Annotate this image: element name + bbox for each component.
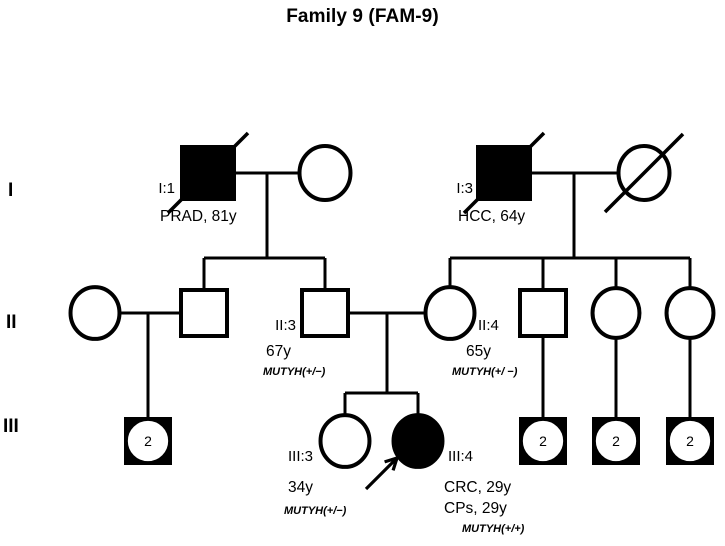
individual-II2[interactable] bbox=[179, 288, 229, 338]
clinical-info-label: PRAD, 81y bbox=[160, 208, 237, 225]
individual-II7[interactable] bbox=[664, 286, 716, 340]
sibling-count-label: 2 bbox=[686, 433, 694, 449]
generation-label-I: I bbox=[8, 180, 13, 201]
individual-id-label: II:3 bbox=[275, 317, 296, 334]
connector-lines-group bbox=[119, 171, 692, 418]
male-symbol[interactable] bbox=[179, 288, 229, 338]
individual-id-label: III:3 bbox=[288, 448, 313, 465]
individual-id-label: II:4 bbox=[478, 317, 499, 334]
sibling-group-circle[interactable] bbox=[520, 418, 566, 464]
sibling-count-label: 2 bbox=[612, 433, 620, 449]
male-symbol[interactable] bbox=[518, 288, 568, 338]
sibling-count-SG2[interactable]: 2 bbox=[519, 417, 567, 465]
individual-III3[interactable] bbox=[318, 413, 372, 469]
female-symbol[interactable] bbox=[68, 285, 122, 341]
proband-arrow-III4 bbox=[364, 456, 399, 491]
sibling-group-circle[interactable] bbox=[125, 418, 171, 464]
individual-I2[interactable] bbox=[297, 144, 353, 202]
sibling-count-symbols-group: 2 2 2 2 bbox=[124, 417, 714, 465]
individual-I4[interactable] bbox=[603, 132, 685, 214]
generation-label-III: III bbox=[3, 416, 19, 437]
deceased-slash bbox=[603, 132, 685, 214]
genotype-label: MUTYH(+/−) bbox=[263, 366, 326, 378]
generation-label-II: II bbox=[6, 312, 17, 333]
proband-arrow-head-a bbox=[391, 457, 399, 471]
individual-II3[interactable] bbox=[300, 288, 350, 338]
clinical-info-label: 67y bbox=[266, 343, 291, 360]
deceased-slash bbox=[462, 131, 546, 215]
female-symbol[interactable] bbox=[590, 286, 642, 340]
female-symbol[interactable] bbox=[297, 144, 353, 202]
sibling-count-SG1[interactable]: 2 bbox=[124, 417, 172, 465]
proband-arrow-head-b bbox=[384, 456, 398, 464]
page-title: Family 9 (FAM-9) bbox=[286, 6, 439, 27]
individual-II5[interactable] bbox=[518, 288, 568, 338]
individual-id-label: I:3 bbox=[456, 180, 473, 197]
male-symbol[interactable] bbox=[300, 288, 350, 338]
individual-II6[interactable] bbox=[590, 286, 642, 340]
deceased-slash bbox=[166, 131, 250, 215]
sibling-group-circle[interactable] bbox=[593, 418, 639, 464]
genotype-label: MUTYH(+/−) bbox=[284, 505, 347, 517]
clinical-info-label: CPs, 29y bbox=[444, 500, 507, 517]
individual-III4[interactable] bbox=[391, 413, 445, 469]
female-symbol[interactable] bbox=[318, 413, 372, 469]
individual-I3[interactable] bbox=[462, 131, 546, 215]
clinical-info-label: 34y bbox=[288, 479, 313, 496]
individual-id-label: III:4 bbox=[448, 448, 473, 465]
female-symbol[interactable] bbox=[664, 286, 716, 340]
clinical-info-label: CRC, 29y bbox=[444, 479, 511, 496]
affected-female-symbol[interactable] bbox=[391, 413, 445, 469]
individual-I1[interactable] bbox=[166, 131, 250, 215]
individual-II1[interactable] bbox=[68, 285, 122, 341]
genotype-label: MUTYH(+/ −) bbox=[452, 366, 518, 378]
sibling-count-label: 2 bbox=[539, 433, 547, 449]
sibling-count-SG3[interactable]: 2 bbox=[592, 417, 640, 465]
individual-II4[interactable] bbox=[423, 285, 477, 341]
individual-id-label: I:1 bbox=[158, 180, 175, 197]
sibling-count-SG4[interactable]: 2 bbox=[666, 417, 714, 465]
clinical-info-label: HCC, 64y bbox=[458, 208, 525, 225]
individual-symbols-group bbox=[68, 131, 716, 469]
genotype-label: MUTYH(+/+) bbox=[462, 523, 525, 535]
sibling-count-label: 2 bbox=[144, 433, 152, 449]
clinical-info-label: 65y bbox=[466, 343, 491, 360]
sibling-group-circle[interactable] bbox=[667, 418, 713, 464]
proband-arrow-group bbox=[364, 456, 399, 491]
female-symbol[interactable] bbox=[423, 285, 477, 341]
